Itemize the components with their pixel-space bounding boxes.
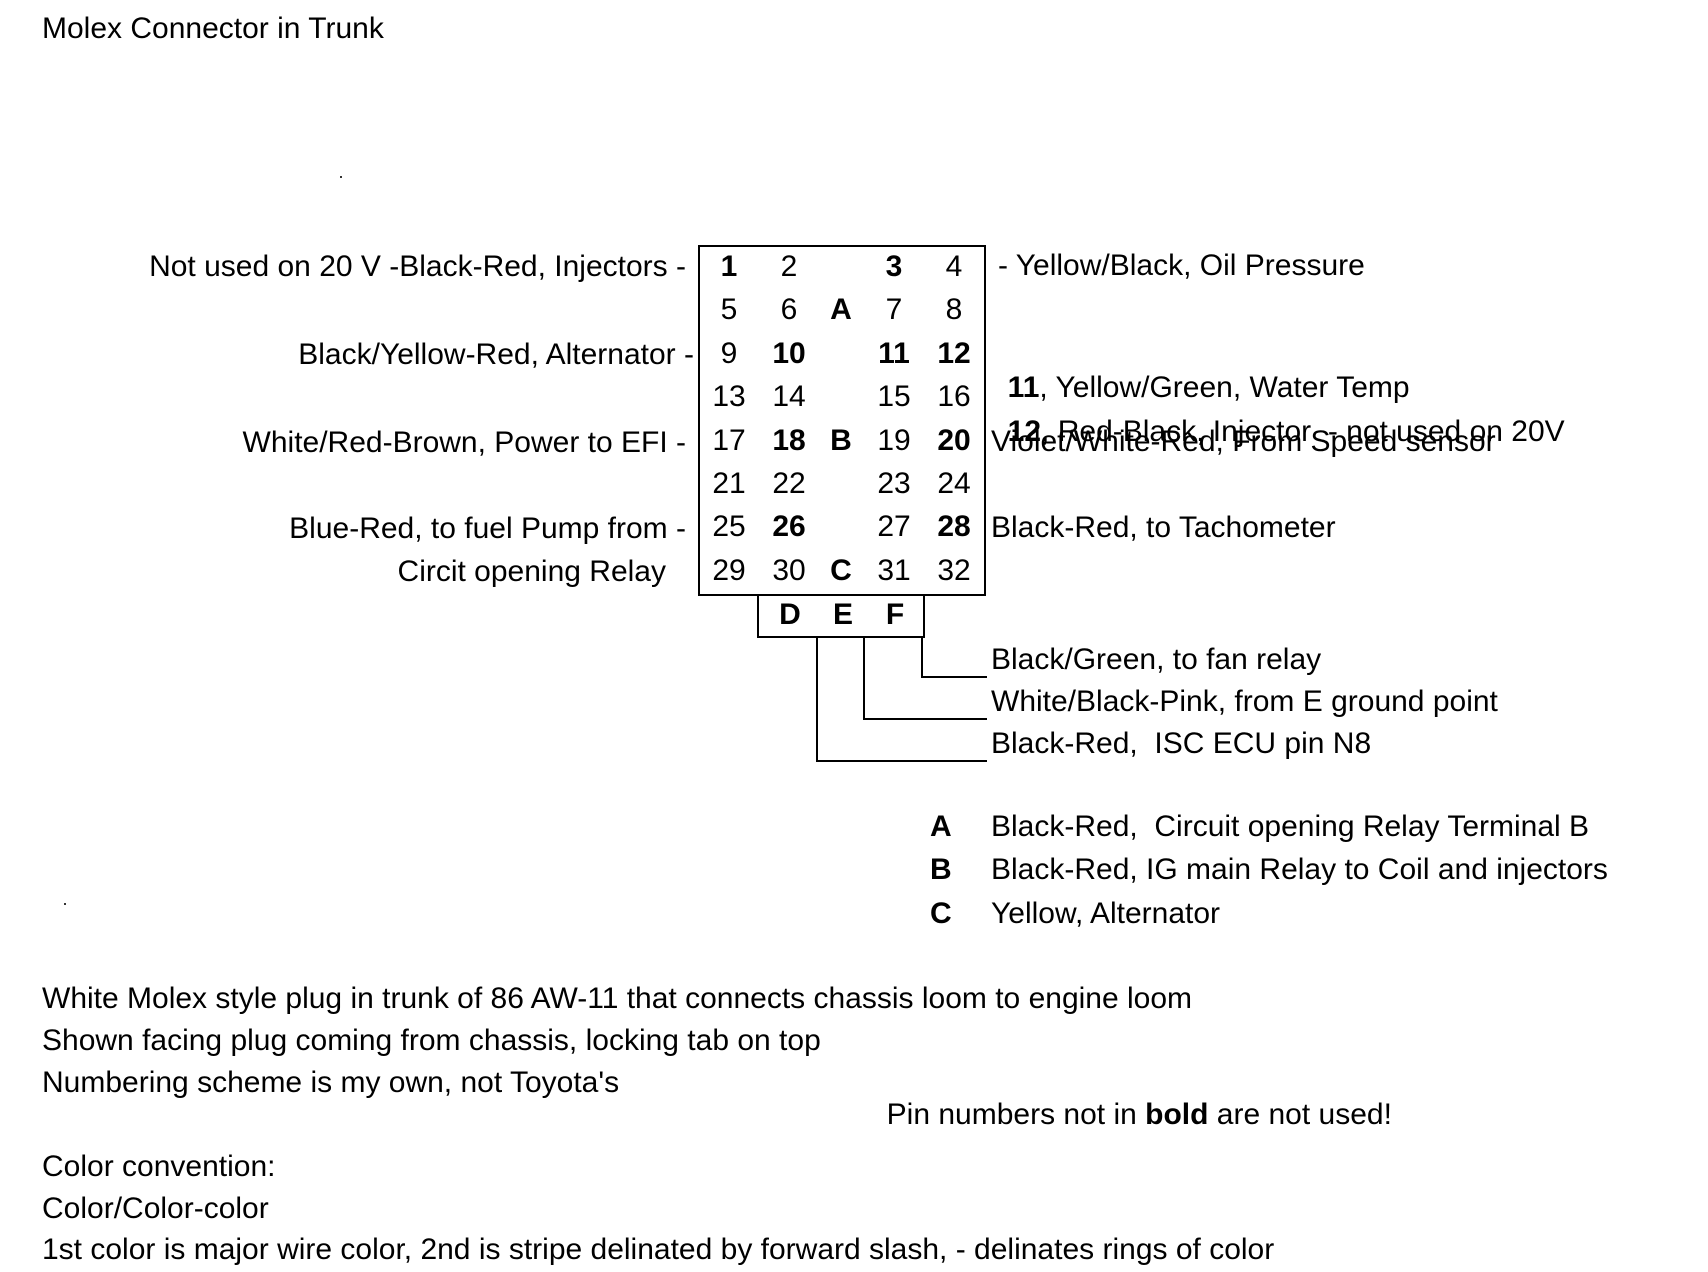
pin-25: 25	[712, 510, 746, 543]
pin-31: 31	[877, 554, 911, 587]
pin-23: 23	[877, 467, 911, 500]
left-label-pin-9: Black/Yellow-Red, Alternator -	[298, 338, 694, 371]
pin-6: 6	[780, 293, 798, 326]
right-label-pin-12-text: , Red-Black, Injector - not used on 20V	[1041, 415, 1565, 448]
pin-19: 19	[877, 424, 911, 457]
scan-dot	[64, 903, 66, 905]
connector-bottom-tab	[757, 594, 925, 638]
label-pin-D: Black-Red, ISC ECU pin N8	[991, 727, 1372, 760]
leader-D-vertical	[816, 638, 818, 762]
pin-12: 12	[937, 337, 971, 370]
note-line-3: Numbering scheme is my own, not Toyota's	[42, 1066, 620, 1099]
right-label-pin-11-text: , Yellow/Green, Water Temp	[1039, 371, 1410, 404]
pin-7: 7	[885, 293, 903, 326]
color-convention-heading: Color convention:	[42, 1150, 276, 1183]
pin-32: 32	[937, 554, 971, 587]
pin-4: 4	[945, 250, 963, 283]
legend-text-B: Black-Red, IG main Relay to Coil and inj…	[991, 853, 1608, 886]
pin-21: 21	[712, 467, 746, 500]
right-label-pin-12-number: 12	[1007, 415, 1042, 448]
pin-E: E	[832, 598, 853, 631]
right-label-pin-11-number: 11	[1007, 371, 1040, 404]
right-label-pin-11: 11, Yellow/Green, Water Temp	[991, 337, 1410, 405]
pin-3: 3	[885, 250, 903, 283]
right-label-pin-4: - Yellow/Black, Oil Pressure	[998, 249, 1365, 282]
pin-14: 14	[772, 380, 806, 413]
pin-17: 17	[712, 424, 746, 457]
scan-dot	[340, 176, 342, 178]
bold-note-post: are not used!	[1208, 1098, 1392, 1131]
pin-8: 8	[945, 293, 963, 326]
label-pin-E: White/Black-Pink, from E ground point	[991, 685, 1498, 718]
legend-key-B: B	[930, 853, 952, 886]
legend-key-A: A	[930, 810, 952, 843]
pin-20: 20	[937, 424, 971, 457]
pin-29: 29	[712, 554, 746, 587]
note-line-1: White Molex style plug in trunk of 86 AW…	[42, 982, 1193, 1015]
pin-D: D	[779, 598, 801, 631]
left-label-pin-17: White/Red-Brown, Power to EFI -	[242, 426, 686, 459]
pin-5: 5	[720, 293, 738, 326]
left-label-pin-25: Blue-Red, to fuel Pump from -	[289, 512, 686, 545]
right-label-pin-12: 12, Red-Black, Injector - not used on 20…	[991, 381, 1565, 449]
leader-E-vertical	[863, 638, 865, 720]
label-pin-F: Black/Green, to fan relay	[991, 643, 1322, 676]
legend-key-C: C	[930, 897, 952, 930]
pin-13: 13	[712, 380, 746, 413]
leader-D-horizontal	[816, 760, 987, 762]
legend-text-C: Yellow, Alternator	[991, 897, 1221, 930]
pin-28: 28	[937, 510, 971, 543]
pin-30: 30	[772, 554, 806, 587]
bold-note-bold: bold	[1145, 1098, 1209, 1131]
leader-F-vertical	[921, 638, 923, 678]
pin-C: C	[830, 554, 852, 587]
pin-24: 24	[937, 467, 971, 500]
left-label-pin-1: Not used on 20 V -Black-Red, Injectors -	[149, 250, 686, 283]
leader-F-horizontal	[921, 676, 987, 678]
pin-22: 22	[772, 467, 806, 500]
legend-text-A: Black-Red, Circuit opening Relay Termina…	[991, 810, 1590, 843]
pin-16: 16	[937, 380, 971, 413]
color-convention-explanation: 1st color is major wire color, 2nd is st…	[42, 1233, 1275, 1266]
bold-note-pre: Pin numbers not in	[886, 1098, 1146, 1131]
pin-11: 11	[878, 337, 910, 370]
pin-15: 15	[877, 380, 911, 413]
pin-10: 10	[772, 337, 806, 370]
diagram-title: Molex Connector in Trunk	[42, 12, 384, 45]
pin-9: 9	[720, 337, 738, 370]
pin-F: F	[885, 598, 905, 631]
note-line-2: Shown facing plug coming from chassis, l…	[42, 1024, 821, 1057]
bold-pins-note: Pin numbers not in bold are not used!	[870, 1064, 1392, 1132]
pin-1: 1	[720, 250, 738, 283]
right-label-pin-28: Black-Red, to Tachometer	[991, 511, 1336, 544]
color-convention-format: Color/Color-color	[42, 1192, 269, 1225]
pin-26: 26	[772, 510, 806, 543]
right-label-pin-20: Violet/White-Red, From Speed sensor	[991, 425, 1496, 458]
pin-B: B	[830, 424, 852, 457]
pin-27: 27	[877, 510, 911, 543]
leader-E-horizontal	[863, 718, 987, 720]
left-label-pin-29: Circit opening Relay	[397, 555, 666, 588]
pin-A: A	[830, 293, 852, 326]
pin-18: 18	[772, 424, 806, 457]
pin-2: 2	[780, 250, 798, 283]
